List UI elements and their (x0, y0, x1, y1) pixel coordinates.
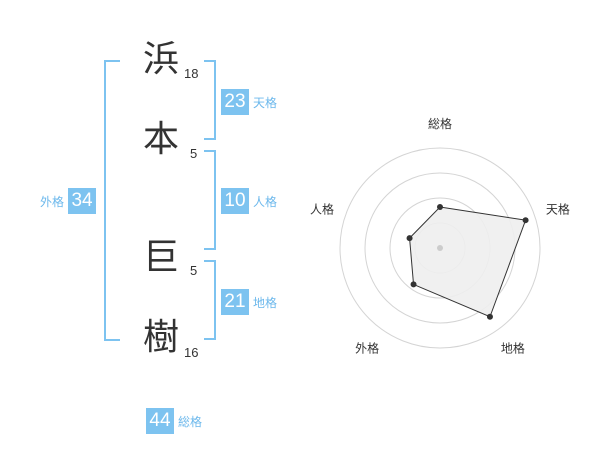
radar-points (406, 204, 529, 320)
radar-point (522, 217, 529, 224)
radar-area (409, 206, 527, 318)
radar-axis-label: 地格 (501, 340, 525, 355)
chikaku-value: 21 (221, 289, 249, 315)
radar-point (406, 235, 413, 242)
gaikaku-value: 34 (68, 188, 97, 214)
jinkaku-label: 人格 (253, 194, 278, 209)
radar-point (486, 313, 493, 320)
gaikaku-label: 外格 (40, 194, 65, 209)
radar-center-dot (437, 245, 443, 251)
tenkaku-badge: 23 天格 (221, 89, 277, 115)
chikaku-badge: 21 地格 (221, 289, 277, 315)
name-char-3: 巨 (142, 237, 179, 278)
soukaku-badge: 44 総格 (146, 408, 202, 434)
soukaku-label: 総格 (178, 414, 203, 429)
jinkaku-badge: 10 人格 (221, 188, 277, 214)
jinkaku-value: 10 (221, 188, 249, 214)
name-char-1: 浜 (142, 39, 179, 80)
radar-ring (339, 147, 541, 349)
radar-axis-label: 人格 (310, 202, 334, 217)
chikaku-label: 地格 (253, 295, 278, 310)
tenkaku-value: 23 (221, 89, 249, 115)
radar-point (410, 281, 417, 288)
radar-axis-label: 総格 (428, 116, 452, 131)
tenkaku-bracket (204, 60, 216, 140)
radar-point (437, 204, 443, 210)
name-char-4: 樹 (142, 317, 179, 358)
chikaku-bracket (204, 260, 216, 340)
name-char-2: 本 (142, 119, 179, 160)
stroke-count-2: 5 (190, 146, 198, 161)
radar-axis-label: 外格 (355, 340, 379, 355)
stroke-count-3: 5 (190, 263, 198, 278)
radar-axis-label: 天格 (546, 202, 570, 217)
stroke-count-4: 16 (184, 345, 199, 360)
tenkaku-label: 天格 (253, 95, 278, 110)
gaikaku-badge: 外格 34 (40, 188, 97, 214)
soukaku-value: 44 (146, 408, 174, 434)
gaikaku-bracket (104, 60, 120, 341)
jinkaku-bracket (204, 150, 216, 250)
stroke-count-1: 18 (184, 66, 199, 81)
